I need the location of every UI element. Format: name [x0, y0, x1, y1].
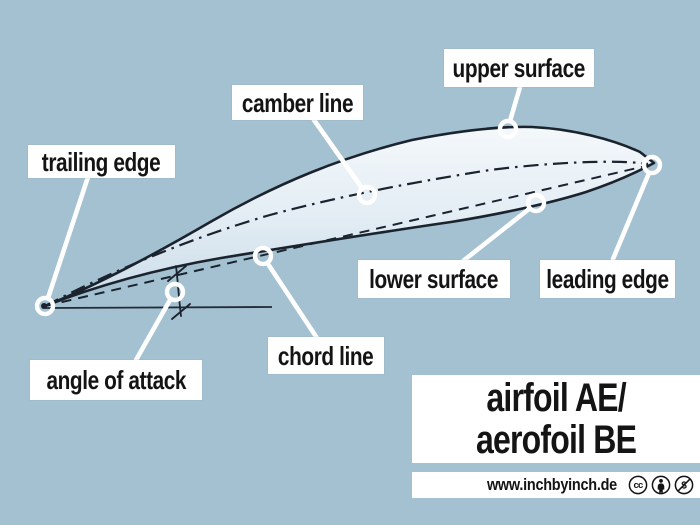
non-commercial-icon: $ [674, 475, 694, 495]
callout-lines [45, 84, 652, 363]
reference-line [44, 306, 273, 309]
trailing-edge-marker [34, 295, 56, 317]
creative-commons-icon: cc [628, 475, 648, 495]
svg-text:cc: cc [634, 480, 643, 491]
title-box: airfoil AE/ aerofoil BE [412, 375, 700, 463]
label-text: upper surface [452, 53, 586, 83]
lower-surface-label: lower surface [358, 260, 510, 298]
title-line-2: aerofoil BE [475, 418, 637, 462]
chord-line-marker [252, 245, 274, 267]
marker-circles [34, 118, 663, 317]
upper-surface-marker [497, 118, 519, 140]
chord-line-label: chord line [268, 337, 384, 374]
leading-edge-callout [610, 170, 652, 262]
label-text: trailing edge [42, 146, 161, 177]
angle-of-attack-label: angle of attack [30, 360, 202, 400]
camber-line-callout [311, 117, 365, 191]
camber-line-label: camber line [232, 85, 363, 120]
lower-surface-callout [460, 206, 532, 264]
label-text: lower surface [369, 264, 499, 294]
chord-line-path [44, 164, 651, 307]
trailing-edge-label: trailing edge [28, 145, 175, 178]
footer-bar: www.inchbyinch.de cc $ [412, 472, 700, 498]
chord-line-callout [265, 261, 320, 341]
title-line-1: airfoil AE/ [486, 376, 626, 420]
angle-of-attack-marker [167, 265, 191, 320]
trailing-edge-callout [45, 174, 91, 301]
attribution-icon [651, 475, 671, 495]
leading-edge-marker [641, 154, 663, 176]
angle-of-attack-marker-circle [164, 281, 186, 303]
website-link[interactable]: www.inchbyinch.de [486, 475, 617, 494]
label-text: leading edge [546, 264, 669, 294]
angle-of-attack-callout [133, 297, 173, 363]
leading-edge-label: leading edge [540, 260, 675, 298]
label-text: camber line [241, 87, 354, 118]
upper-surface-callout [507, 84, 523, 124]
camber-line-marker [356, 184, 378, 206]
lower-surface-marker [525, 192, 547, 214]
label-text: chord line [278, 340, 374, 371]
trailing-edge-point [41, 303, 47, 309]
upper-surface-label: upper surface [444, 49, 594, 87]
label-text: angle of attack [46, 365, 186, 395]
svg-text:$: $ [681, 480, 687, 491]
